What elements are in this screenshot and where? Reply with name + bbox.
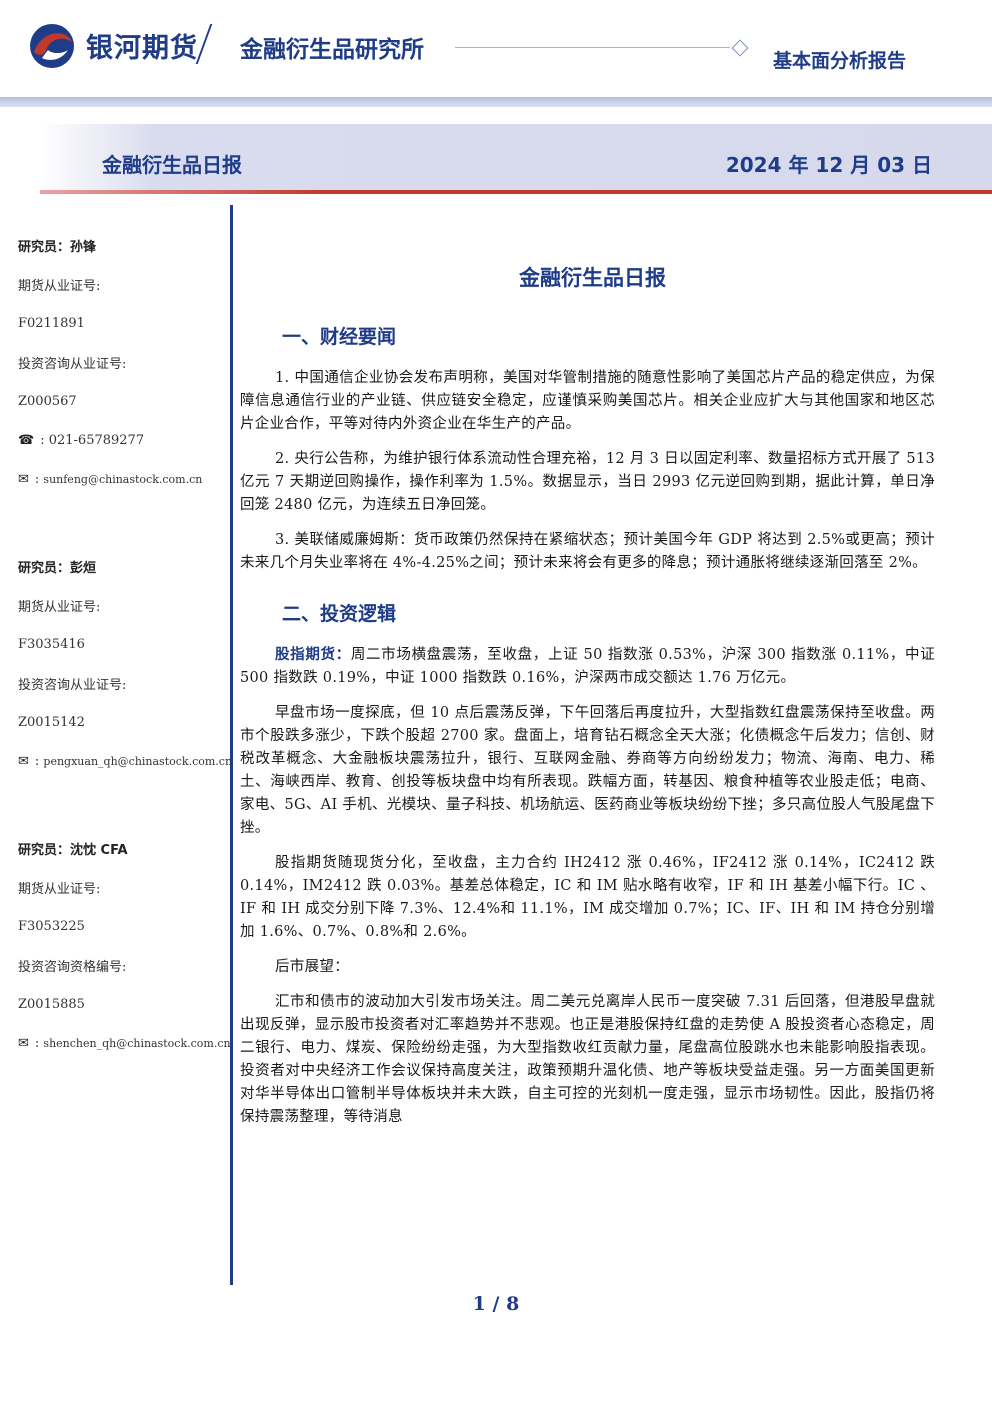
- report-type: 基本面分析报告: [773, 50, 907, 72]
- header-band: [0, 97, 992, 107]
- index-futures-label: 股指期货：: [275, 647, 351, 663]
- cert-number: F3035416: [18, 637, 85, 652]
- researcher-sidebar: 研究员：孙锋 期货从业证号: F0211891 投资咨询从业证号: Z00056…: [18, 226, 233, 1111]
- report-body: 金融衍生品日报 一、财经要闻 1. 中国通信企业协会发布声明称，美国对华管制措施…: [240, 262, 935, 1141]
- page-number: 1 / 8: [0, 1293, 992, 1315]
- header-rule: [455, 47, 730, 48]
- galaxy-futures-logo-icon: [30, 24, 74, 68]
- diamond-icon: [731, 39, 749, 57]
- consult-label: 投资咨询从业证号:: [18, 357, 127, 372]
- department-name: 金融衍生品研究所: [240, 37, 424, 63]
- researcher-card: 研究员：孙锋 期货从业证号: F0211891 投资咨询从业证号: Z00056…: [18, 226, 228, 499]
- phone-number: 021-65789277: [48, 433, 145, 448]
- report-series-title: 金融衍生品日报: [102, 153, 242, 177]
- current-page: 1: [472, 1293, 486, 1315]
- vertical-divider: [230, 205, 233, 1285]
- cert-label: 期货从业证号:: [18, 600, 101, 615]
- consult-label: 投资咨询从业证号:: [18, 678, 127, 693]
- report-header: 银河期货 金融衍生品研究所 基本面分析报告: [0, 0, 992, 107]
- brand-divider: [195, 24, 213, 64]
- consult-number: Z0015885: [18, 997, 85, 1012]
- cert-label: 期货从业证号:: [18, 279, 101, 294]
- cert-number: F3053225: [18, 919, 85, 934]
- outlook-paragraph: 汇市和债市的波动加大引发市场关注。周二美元兑离岸人民币一度突破 7.31 后回落…: [240, 994, 935, 1125]
- news-item: 3. 美联储威廉姆斯：货币政策仍然保持在紧缩状态；预计美国今年 GDP 将达到 …: [240, 532, 935, 571]
- index-futures-summary: 股指期货：周二市场横盘震荡，至收盘，上证 50 指数涨 0.53%，沪深 300…: [240, 644, 935, 690]
- title-bar-accent: [40, 190, 992, 194]
- researcher-name: 研究员：沈忱 CFA: [18, 843, 128, 858]
- cert-number: F0211891: [18, 316, 85, 331]
- researcher-card: 研究员：沈忱 CFA 期货从业证号: F3053225 投资咨询资格编号: Z0…: [18, 829, 231, 1063]
- news-item: 1. 中国通信企业协会发布声明称，美国对华管制措施的随意性影响了美国芯片产品的稳…: [240, 370, 935, 432]
- section-heading-news: 一、财经要闻: [282, 326, 397, 348]
- researcher-card: 研究员：彭烜 期货从业证号: F3035416 投资咨询从业证号: Z00151…: [18, 547, 233, 781]
- section-heading-logic: 二、投资逻辑: [282, 603, 397, 625]
- outlook-label: 后市展望：: [275, 959, 349, 975]
- consult-number: Z0015142: [18, 715, 85, 730]
- title-bar: [40, 124, 992, 194]
- market-paragraph: 股指期货随现货分化，至收盘，主力合约 IH2412 涨 0.46%，IF2412…: [240, 855, 935, 940]
- consult-label: 投资咨询资格编号:: [18, 960, 127, 975]
- market-paragraph: 早盘市场一度探底，但 10 点后震荡反弹，下午回落后再度拉升，大型指数红盘震荡保…: [240, 705, 935, 836]
- email-link[interactable]: pengxuan_qh@chinastock.com.cn: [43, 755, 233, 768]
- email-row[interactable]: ✉: shenchen_qh@chinastock.com.cn: [18, 1036, 231, 1051]
- total-pages: 8: [506, 1293, 520, 1315]
- report-date: 2024 年 12 月 03 日: [725, 153, 932, 177]
- index-futures-text: 周二市场横盘震荡，至收盘，上证 50 指数涨 0.53%，沪深 300 指数涨 …: [240, 647, 936, 686]
- mail-icon: ✉: [18, 754, 29, 769]
- news-item: 2. 央行公告称，为维护银行体系流动性合理充裕，12 月 3 日以固定利率、数量…: [240, 451, 935, 513]
- email-link[interactable]: sunfeng@chinastock.com.cn: [43, 473, 203, 486]
- email-link[interactable]: shenchen_qh@chinastock.com.cn: [43, 1037, 231, 1050]
- researcher-name: 研究员：孙锋: [18, 240, 97, 255]
- cert-label: 期货从业证号:: [18, 882, 101, 897]
- mail-icon: ✉: [18, 1036, 29, 1051]
- email-row[interactable]: ✉: pengxuan_qh@chinastock.com.cn: [18, 754, 233, 769]
- mail-icon: ✉: [18, 472, 29, 487]
- researcher-name: 研究员：彭烜: [18, 561, 97, 576]
- document-title: 金融衍生品日报: [519, 266, 666, 290]
- consult-number: Z000567: [18, 394, 77, 409]
- page-separator: /: [492, 1293, 507, 1315]
- phone-icon: ☎: [18, 433, 35, 448]
- brand-name: 银河期货: [86, 33, 198, 64]
- email-row[interactable]: ✉: sunfeng@chinastock.com.cn: [18, 472, 203, 487]
- phone-row: ☎: 021-65789277: [18, 433, 145, 448]
